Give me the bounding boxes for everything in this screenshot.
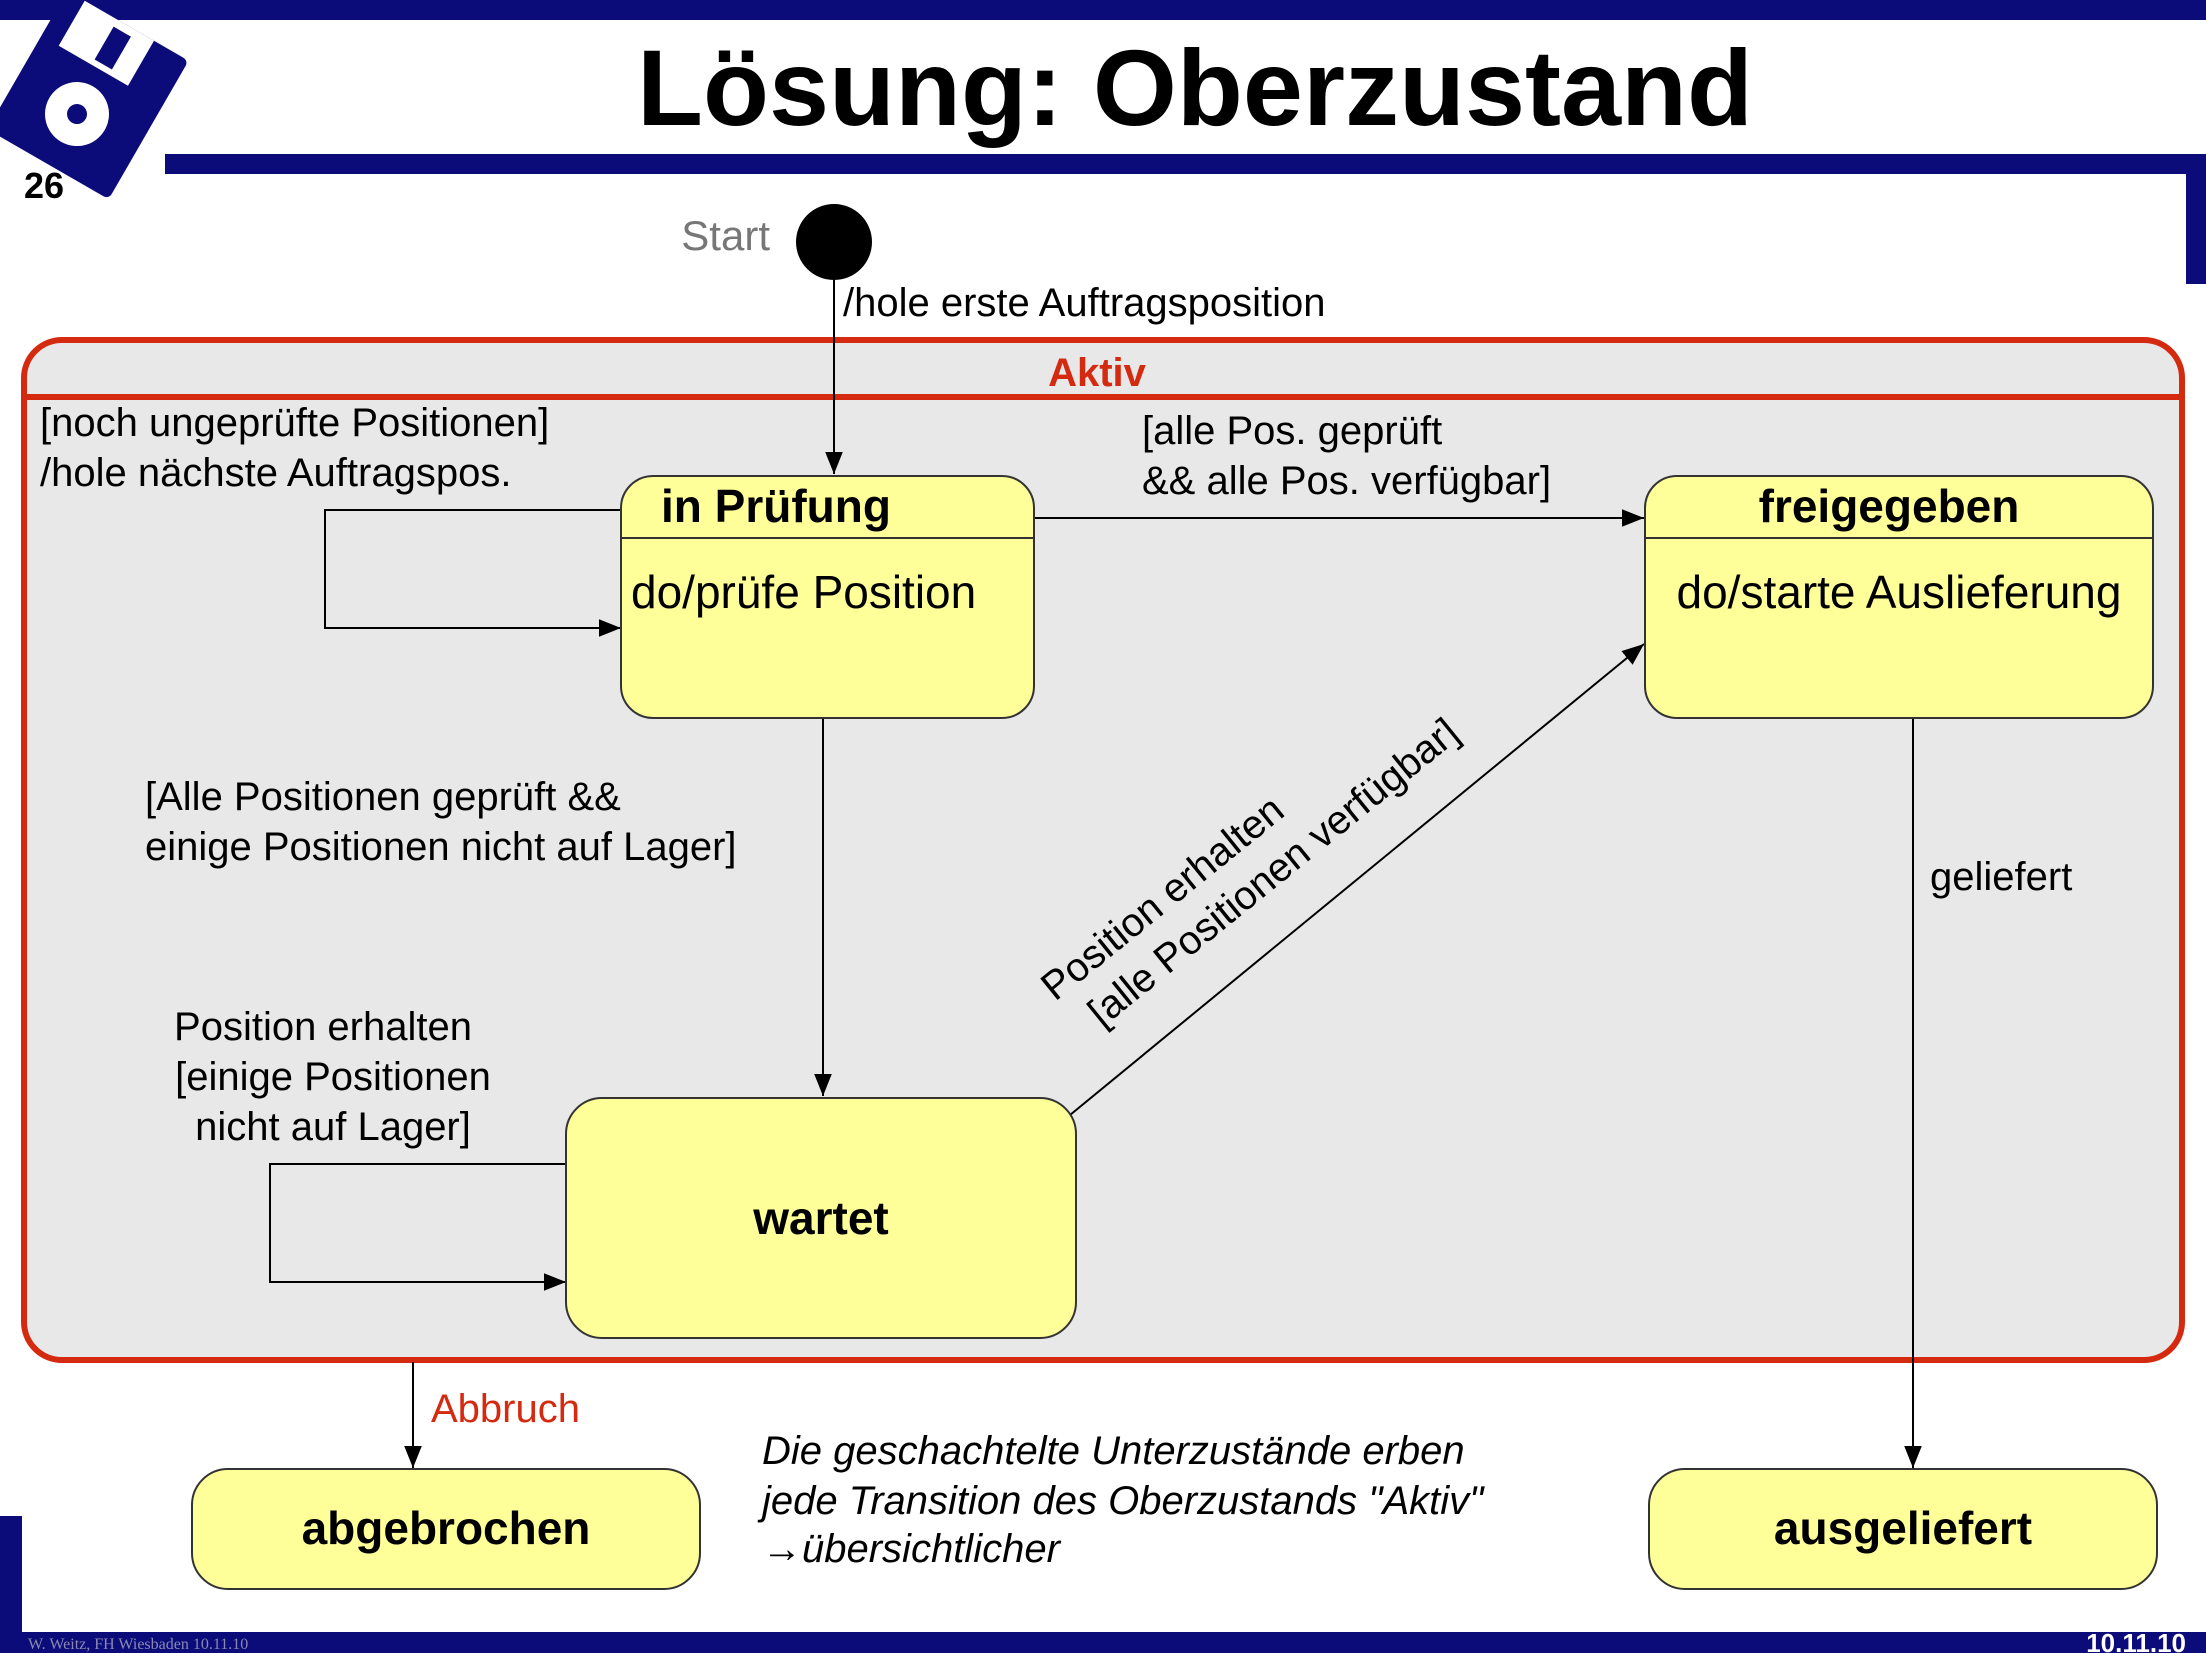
self-transition-wartet-label: Position erhalten [einige Positionen nic… [174,1005,491,1149]
state-in-pruefung[interactable]: in Prüfung do/prüfe Position [620,475,1035,719]
svg-text:[noch ungeprüfte Positionen]: [noch ungeprüfte Positionen] [40,401,549,445]
header-frame [0,0,2206,284]
footer-date: 10.11.10 [2086,1628,2186,1653]
state-abgebrochen[interactable]: abgebrochen [191,1468,701,1590]
self-transition-pruefung-line [324,509,621,637]
state-name-pruefung: in Prüfung [661,480,891,532]
pruefung-to-wartet-label: [Alle Positionen geprüft && einige Posit… [145,775,737,869]
svg-text:jede Transition des Oberzustan: jede Transition des Oberzustands "Aktiv" [757,1479,1485,1523]
state-freigegeben[interactable]: freigegeben do/starte Auslieferung [1644,475,2154,719]
footer-frame [0,1516,2206,1653]
state-wartet[interactable]: wartet [565,1097,1077,1339]
aktiv-to-abgebrochen-label: Abbruch [431,1387,580,1431]
svg-text:→übersichtlicher: →übersichtlicher [762,1527,1062,1571]
svg-text:&& alle Pos. verfügbar]: && alle Pos. verfügbar] [1142,459,1551,503]
svg-text:[Alle Positionen geprüft &&: [Alle Positionen geprüft && [145,775,621,819]
svg-text:[alle Pos. geprüft: [alle Pos. geprüft [1142,409,1442,453]
svg-text:/hole nächste Auftragspos.: /hole nächste Auftragspos. [40,451,511,495]
start-label: Start [681,212,770,259]
note-text: Die geschachtelte Unterzustände erben je… [757,1429,1485,1571]
svg-text:[einige Positionen: [einige Positionen [175,1055,491,1099]
freigegeben-to-ausgeliefert-label: geliefert [1930,855,2072,899]
pruefung-to-freigegeben-label: [alle Pos. geprüft && alle Pos. verfügba… [1142,409,1551,503]
page-title: Lösung: Oberzustand [637,27,1753,148]
self-transition-pruefung-label: [noch ungeprüfte Positionen] /hole nächs… [40,401,549,495]
superstate-name: Aktiv [1048,351,1147,395]
svg-text:nicht auf Lager]: nicht auf Lager] [195,1105,471,1149]
state-name-freigegeben: freigegeben [1759,480,2020,532]
initial-transition-label: /hole erste Auftragsposition [843,281,1326,325]
state-ausgeliefert[interactable]: ausgeliefert [1648,1468,2158,1590]
page-number: 26 [24,165,64,206]
state-activity-freigegeben: do/starte Auslieferung [1677,566,2122,618]
transition-lines [269,280,1922,1468]
svg-text:einige Positionen nicht auf La: einige Positionen nicht auf Lager] [145,825,737,869]
state-activity-pruefung: do/prüfe Position [631,566,976,618]
floppy-disk-icon [0,0,187,198]
wartet-to-freigegeben-line [1069,643,1645,1116]
svg-text:Die geschachtelte Unterzuständ: Die geschachtelte Unterzustände erben [762,1429,1465,1473]
state-name-ausgeliefert: ausgeliefert [1774,1502,2032,1554]
svg-text:Position erhalten: Position erhalten [174,1005,472,1049]
state-name-abgebrochen: abgebrochen [302,1502,591,1554]
state-name-wartet: wartet [752,1192,888,1244]
initial-state [796,204,872,280]
superstate-aktiv[interactable]: Aktiv [21,337,2185,1363]
self-transition-wartet-line [269,1163,566,1291]
footer-left: W. Weitz, FH Wiesbaden 10.11.10 [28,1636,248,1653]
